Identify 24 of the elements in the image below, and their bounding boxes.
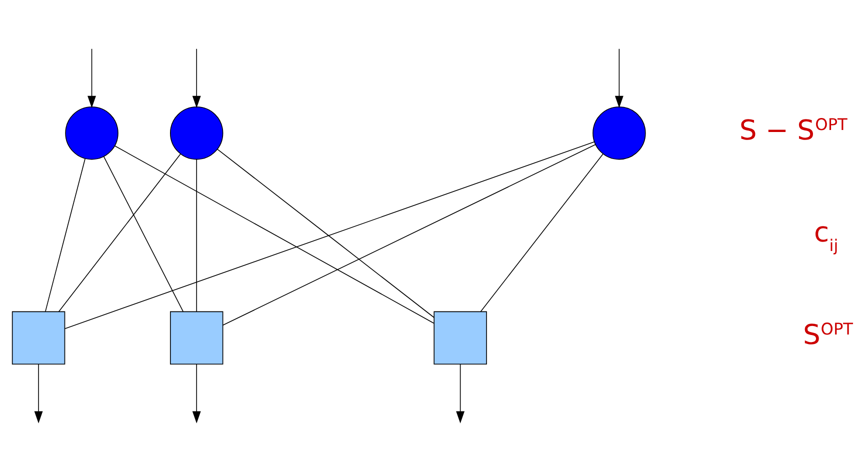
node-circle [592, 106, 646, 160]
arrow [34, 364, 43, 424]
label: S$^{OPT}$ [803, 320, 854, 352]
arrow [88, 48, 96, 108]
connector [196, 159, 197, 312]
arrow [614, 48, 624, 108]
connector [480, 153, 604, 312]
arrow [456, 364, 465, 424]
connector [217, 148, 434, 318]
node-box [170, 311, 224, 365]
node-circle [65, 106, 118, 160]
connector [114, 146, 434, 324]
node-circle [170, 106, 224, 160]
arrow [192, 364, 201, 424]
arrow [192, 48, 201, 108]
connector [64, 141, 595, 329]
label: c$_{ij}$ [814, 218, 838, 256]
node-box [12, 311, 66, 365]
connector [58, 153, 181, 312]
connector [222, 144, 596, 326]
label: S − S$^{OPT}$ [739, 114, 848, 146]
connector [103, 156, 184, 312]
node-box [434, 311, 487, 365]
connector [45, 158, 86, 312]
